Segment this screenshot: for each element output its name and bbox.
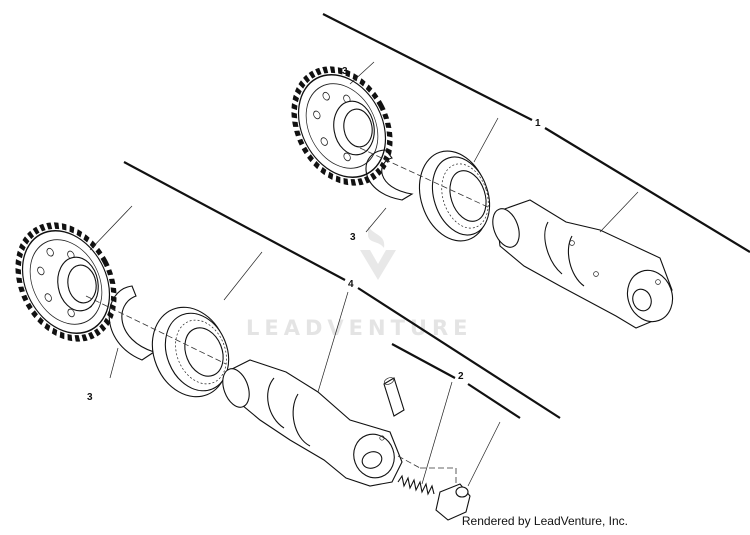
decompressor-pin <box>383 377 405 417</box>
upper-leader-lines <box>349 61 639 233</box>
group-bracket-1 <box>322 13 750 253</box>
callout-2: 2 <box>458 371 464 382</box>
upper-cam-sprocket <box>291 66 393 186</box>
watermark-logo: LEADVENTURE <box>246 226 472 340</box>
lower-bearing <box>151 306 230 398</box>
callout-3-middle: 3 <box>350 232 356 243</box>
lower-circlip <box>108 285 156 361</box>
upper-circlip <box>365 149 414 201</box>
lower-camshaft <box>222 359 403 487</box>
callout-3-lower: 3 <box>87 392 93 403</box>
lower-leader-lines <box>85 205 501 487</box>
upper-camshaft <box>492 199 674 329</box>
decompressor-spring <box>397 474 435 496</box>
watermark-text: LEADVENTURE <box>246 316 472 340</box>
group-bracket-4 <box>123 161 561 419</box>
render-credit: Rendered by LeadVenture, Inc. <box>461 514 628 528</box>
callout-3-upper: 3 <box>342 66 348 77</box>
decompressor-weight <box>435 483 471 521</box>
upper-bearing <box>418 150 491 242</box>
callout-1: 1 <box>535 118 541 129</box>
callout-4: 4 <box>348 279 354 290</box>
group-bracket-2 <box>391 343 521 419</box>
